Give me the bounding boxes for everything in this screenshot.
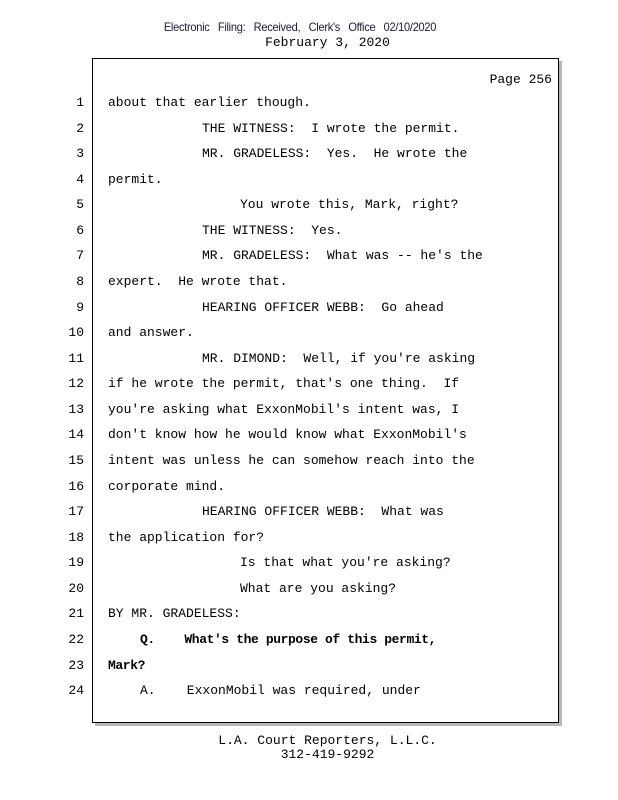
transcript-line: Mark?	[108, 657, 146, 673]
transcript-line: the application for?	[108, 529, 265, 545]
line-number: 2	[76, 120, 84, 136]
line-number: 21	[68, 606, 84, 622]
line-number: 4	[76, 171, 84, 187]
line-number: 13	[68, 401, 84, 417]
transcript-line: don't know how he would know what ExxonM…	[108, 427, 467, 443]
transcript-line: permit.	[108, 171, 163, 187]
transcript-line: Q. What's the purpose of this permit,	[140, 631, 437, 647]
line-number: 16	[68, 478, 84, 494]
transcript-line: intent was unless he can somehow reach i…	[108, 452, 475, 468]
transcript-line: You wrote this, Mark, right?	[240, 197, 459, 213]
transcript-line: MR. GRADELESS: What was -- he's the	[202, 248, 483, 264]
transcript-line: HEARING OFFICER WEBB: Go ahead	[202, 299, 444, 315]
line-number: 7	[76, 248, 84, 264]
line-number: 10	[68, 325, 84, 341]
line-number: 9	[76, 299, 84, 315]
transcript-line: and answer.	[108, 325, 194, 341]
line-number: 15	[68, 452, 84, 468]
footer-company: L.A. Court Reporters, L.L.C.	[218, 733, 437, 748]
line-number: 1	[76, 95, 84, 110]
line-number: 20	[68, 580, 84, 596]
transcript-line: MR. GRADELESS: Yes. He wrote the	[202, 146, 468, 162]
line-number: 23	[68, 657, 84, 673]
transcript-line: you're asking what ExxonMobil's intent w…	[108, 401, 460, 417]
transcript-line: BY MR. GRADELESS:	[108, 606, 241, 622]
transcript-line: What are you asking?	[240, 580, 397, 596]
transcript-line: corporate mind.	[108, 478, 226, 494]
transcript-line: if he wrote the permit, that's one thing…	[108, 376, 460, 392]
page-number: Page 256	[489, 72, 552, 87]
line-number: 22	[68, 631, 84, 647]
transcript-line: HEARING OFFICER WEBB: What was	[202, 504, 444, 520]
transcript-line: THE WITNESS: I wrote the permit.	[202, 120, 460, 136]
line-number: 3	[76, 146, 84, 162]
filing-stamp: Electronic Filing: Received, Clerk's Off…	[163, 20, 437, 34]
line-number: 14	[68, 427, 84, 443]
line-number: 6	[76, 222, 84, 238]
line-number: 5	[76, 197, 84, 213]
transcript-line: Is that what you're asking?	[240, 555, 451, 571]
transcript-line: MR. DIMOND: Well, if you're asking	[202, 350, 476, 366]
transcript-line: about that earlier though.	[108, 95, 311, 110]
line-number: 24	[68, 683, 84, 699]
transcript-date: February 3, 2020	[265, 35, 390, 50]
footer-phone: 312-419-9292	[280, 747, 375, 762]
transcript-page-frame	[92, 58, 559, 723]
line-number: 11	[68, 350, 84, 366]
line-number: 12	[68, 376, 84, 392]
transcript-line: A. ExxonMobil was required, under	[140, 683, 421, 699]
line-number: 19	[68, 555, 84, 571]
line-number: 18	[68, 529, 84, 545]
line-number: 8	[76, 273, 84, 289]
line-number: 17	[68, 504, 84, 520]
transcript-line: expert. He wrote that.	[108, 273, 288, 289]
transcript-line: THE WITNESS: Yes.	[202, 222, 343, 238]
